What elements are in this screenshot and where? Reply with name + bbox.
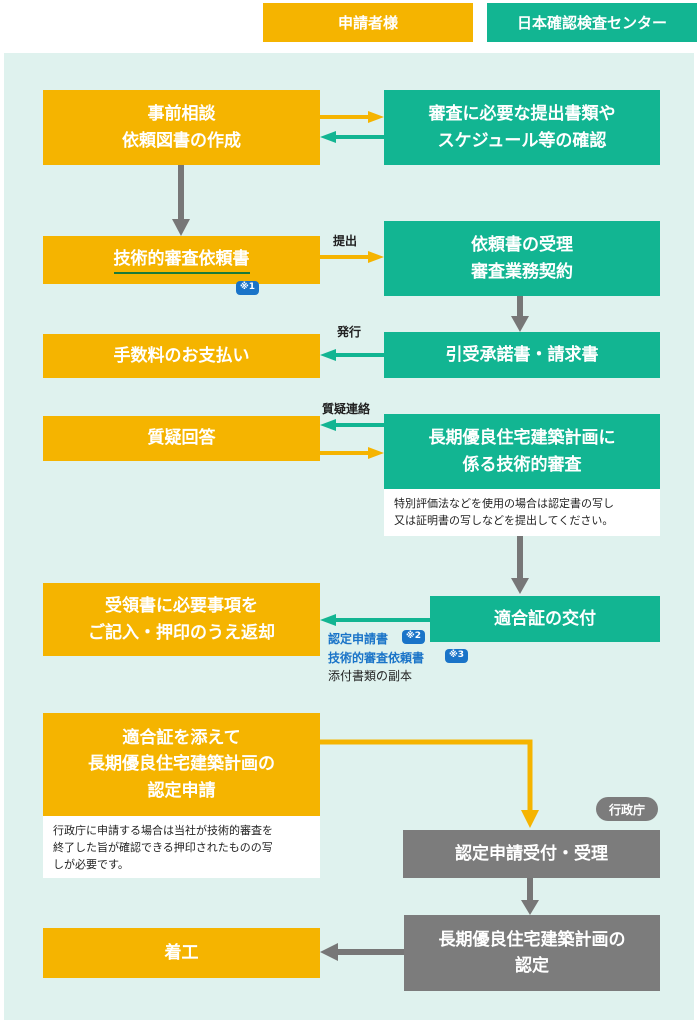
attach-tech-request-tag: ※3 [445, 649, 469, 663]
issue-label: 発行 [337, 325, 362, 339]
step-pre-consult-line2: 依頼図書の作成 [122, 130, 241, 151]
step-tech-review-line1: 長期優良住宅建築計画に [428, 428, 616, 449]
step-apply-certification: 適合証を添えて 長期優良住宅建築計画の 認定申請 [43, 713, 320, 816]
step-receipt-return: 受領書に必要事項を ご記入・押印のうえ返却 [43, 583, 320, 656]
tech-review-note-line2: 又は証明書の写しなどを提出してください。 [394, 514, 614, 528]
tech-request-note-tag: ※1 [236, 281, 260, 295]
step-tech-request-label: 技術的審査依頼書 [113, 246, 250, 275]
apply-certification-note: 行政庁に申請する場合は当社が技術的審査を 終了した旨が確認できる押印されたものの… [43, 816, 320, 878]
step-gov-receive-label: 認定申請受付・受理 [455, 843, 608, 864]
step-pre-consult: 事前相談 依頼図書の作成 [43, 90, 320, 165]
step-apply-certification-line1: 適合証を添えて [122, 727, 241, 748]
step-apply-certification-line3: 認定申請 [147, 780, 216, 801]
step-answer: 質疑回答 [43, 416, 320, 461]
step-accept-contract-line2: 審査業務契約 [471, 261, 573, 282]
attach-tech-request: 技術的審査依頼書 [328, 651, 425, 665]
step-pay-fee-label: 手数料のお支払い [113, 345, 250, 366]
tech-review-note: 特別評価法などを使用の場合は認定書の写し 又は証明書の写しなどを提出してください… [384, 489, 660, 536]
step-accept-contract-line1: 依頼書の受理 [471, 235, 573, 256]
government-label: 行政庁 [596, 797, 658, 821]
step-issue-certificate: 適合証の交付 [430, 596, 660, 642]
step-answer-label: 質疑回答 [147, 428, 216, 449]
submit-label: 提出 [333, 234, 358, 248]
step-gov-certify-line2: 認定 [515, 956, 549, 976]
step-issue-certificate-label: 適合証の交付 [494, 608, 596, 629]
question-label: 質疑連絡 [322, 402, 371, 416]
step-construction-start: 着工 [43, 928, 320, 978]
step-receipt-return-line1: 受領書に必要事項を [105, 596, 258, 617]
attach-cert-request: 認定申請書 [328, 632, 389, 646]
apply-note-line3: しが必要です。 [53, 858, 129, 872]
step-gov-certify-line1: 長期優良住宅建築計画の [438, 929, 626, 950]
step-construction-start-label: 着工 [164, 942, 199, 963]
step-tech-review: 長期優良住宅建築計画に 係る技術的審査 [384, 414, 660, 489]
step-gov-certify: 長期優良住宅建築計画の 認定 [404, 915, 660, 991]
apply-note-line2: 終了した旨が確認できる押印されたものの写 [53, 841, 273, 855]
legend-applicant: 申請者様 [263, 3, 473, 42]
step-confirm-docs-line2: スケジュール等の確認 [437, 130, 607, 151]
attach-docs-copy: 添付書類の副本 [328, 669, 413, 683]
step-acceptance-invoice-label: 引受承諾書・請求書 [445, 344, 599, 365]
step-tech-request: 技術的審査依頼書 [43, 236, 320, 284]
step-gov-receive: 認定申請受付・受理 [403, 830, 660, 878]
apply-note-line1: 行政庁に申請する場合は当社が技術的審査を [53, 824, 273, 837]
step-confirm-docs-line1: 審査に必要な提出書類や [428, 104, 616, 125]
step-confirm-docs: 審査に必要な提出書類や スケジュール等の確認 [384, 90, 660, 165]
step-pay-fee: 手数料のお支払い [43, 334, 320, 378]
step-acceptance-invoice: 引受承諾書・請求書 [384, 332, 660, 378]
step-accept-contract: 依頼書の受理 審査業務契約 [384, 221, 660, 296]
legend-center: 日本確認検査センター [487, 3, 697, 42]
attach-cert-request-tag: ※2 [402, 630, 426, 644]
step-tech-review-line2: 係る技術的審査 [462, 454, 582, 475]
tech-review-note-line1: 特別評価法などを使用の場合は認定書の写し [394, 497, 614, 510]
step-apply-certification-line2: 長期優良住宅建築計画の [88, 754, 275, 775]
step-pre-consult-line1: 事前相談 [147, 104, 216, 125]
step-receipt-return-line2: ご記入・押印のうえ返却 [88, 622, 275, 643]
